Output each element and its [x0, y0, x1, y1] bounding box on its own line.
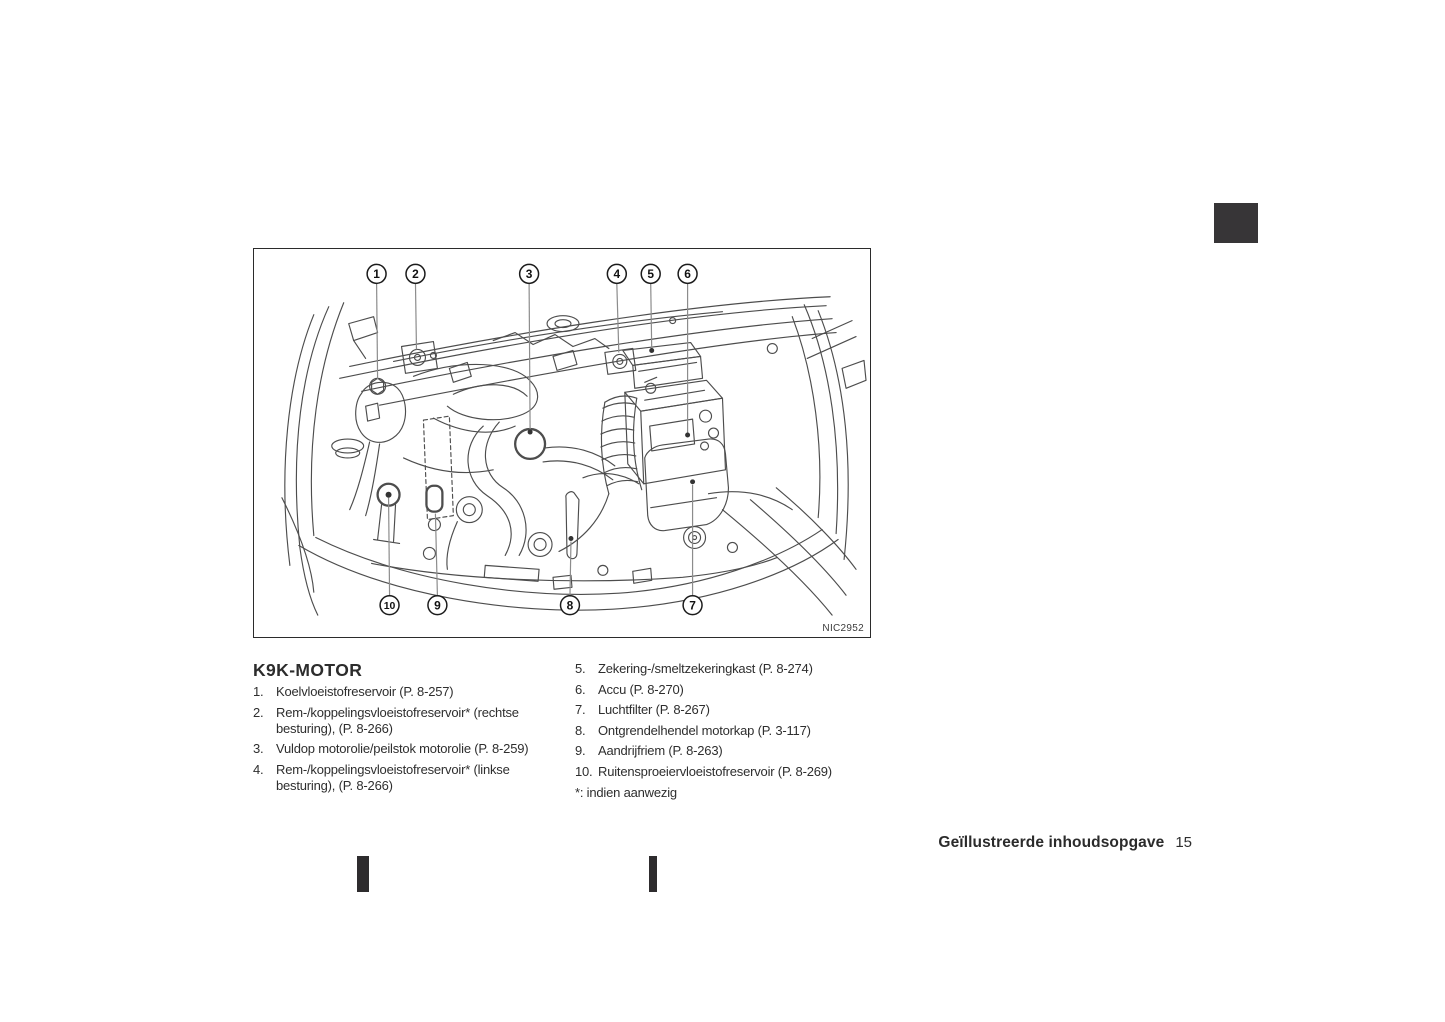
- section-heading: K9K-MOTOR: [253, 660, 363, 680]
- callout-10: 10: [379, 594, 400, 616]
- callout-9: 9: [427, 594, 448, 616]
- legend-item-number: 3.: [253, 741, 264, 756]
- svg-text:10: 10: [384, 601, 396, 612]
- svg-text:7: 7: [689, 598, 696, 612]
- legend-item-number: 4.: [253, 761, 264, 777]
- legend-item-number: 9.: [575, 743, 586, 758]
- drive-belt-area: [422, 415, 454, 532]
- engine-compartment-diagram: 1 2 3 4 5 6 10 9 8: [253, 248, 871, 638]
- legend-item: 7. Luchtfilter (P. 8-267): [575, 702, 885, 718]
- fusible-link-cap: [604, 347, 637, 375]
- legend-item-text: Koelvloeistofreservoir (P. 8-257): [276, 684, 454, 699]
- legend-item-text: Aandrijfriem (P. 8-263): [598, 743, 723, 758]
- svg-text:6: 6: [684, 267, 691, 281]
- callout-2: 2: [405, 263, 426, 285]
- page-footer: Geïllustreerde inhoudsopgave 15: [938, 834, 1192, 852]
- page-number: 15: [1175, 834, 1192, 851]
- chapter-title: Geïllustreerde inhoudsopgave: [938, 834, 1165, 851]
- legend-item-number: 7.: [575, 702, 586, 717]
- chapter-corner-tab: [1214, 203, 1258, 243]
- legend-item-number: 1.: [253, 684, 264, 699]
- legend-item: 10. Ruitensproeiervloeistofreservoir (P.…: [575, 764, 885, 780]
- coolant-reservoir: [331, 377, 407, 517]
- callout-1: 1: [366, 263, 387, 285]
- engine-bay-illustration: 1 2 3 4 5 6 10 9 8: [281, 263, 867, 616]
- legend-list-left: 1. Koelvloeistofreservoir (P. 8-257) 2. …: [253, 684, 563, 798]
- leader-end-dots: [385, 347, 696, 541]
- callout-5: 5: [640, 263, 661, 285]
- legend-item-text: Ontgrendelhendel motorkap (P. 3-117): [598, 722, 811, 738]
- svg-text:4: 4: [613, 267, 620, 281]
- registration-mark: [649, 856, 657, 892]
- legend-item: 3. Vuldop motorolie/peilstok motorolie (…: [253, 741, 563, 757]
- callout-8: 8: [559, 594, 581, 616]
- callout-6: 6: [677, 263, 698, 285]
- legend-item: 2. Rem-/koppelingsvloeistofreservoir* (r…: [253, 705, 563, 737]
- legend-item-text: Zekering-/smeltzekeringkast (P. 8-274): [598, 661, 813, 676]
- legend-item-text: Vuldop motorolie/peilstok motorolie (P. …: [276, 741, 529, 756]
- legend-item-text: Luchtfilter (P. 8-267): [598, 702, 710, 717]
- svg-text:1: 1: [373, 267, 380, 281]
- legend-item-number: 10.: [575, 763, 593, 779]
- legend-item: 6. Accu (P. 8-270): [575, 682, 885, 698]
- legend-item: 5. Zekering-/smeltzekeringkast (P. 8-274…: [575, 661, 885, 677]
- legend-item-text: Rem-/koppelingsvloeistofreservoir* (link…: [276, 761, 510, 793]
- engine-bay-line-art: [281, 296, 867, 616]
- svg-text:9: 9: [434, 598, 441, 612]
- legend-item-number: 5.: [575, 661, 586, 676]
- callout-leader-lines: [376, 283, 694, 596]
- legend-item: 9. Aandrijfriem (P. 8-263): [575, 743, 885, 759]
- legend-item-number: 2.: [253, 704, 264, 720]
- fuse-box: [622, 341, 704, 389]
- legend-item-text: Ruitensproeiervloeistofreservoir (P. 8-2…: [598, 763, 832, 779]
- callout-7: 7: [682, 594, 703, 616]
- svg-text:2: 2: [412, 267, 419, 281]
- hood-release-lever: [565, 491, 580, 560]
- battery: [624, 376, 727, 485]
- legend-item-number: 6.: [575, 681, 586, 697]
- figure-code: NIC2952: [822, 623, 864, 634]
- legend-item: 1. Koelvloeistofreservoir (P. 8-257): [253, 684, 563, 700]
- svg-text:3: 3: [526, 267, 533, 281]
- registration-mark: [357, 856, 369, 892]
- callout-4: 4: [606, 263, 628, 285]
- legend-list-right: 5. Zekering-/smeltzekeringkast (P. 8-274…: [575, 661, 885, 784]
- air-cleaner-box: [644, 438, 730, 532]
- wiper-pivot: [546, 315, 580, 333]
- legend-footnote: *: indien aanwezig: [575, 785, 677, 800]
- svg-text:5: 5: [647, 267, 654, 281]
- legend-item-text: Rem-/koppelingsvloeistofreservoir* (rech…: [276, 704, 519, 736]
- oil-filler-cap: [514, 427, 547, 461]
- legend-item: 4. Rem-/koppelingsvloeistofreservoir* (l…: [253, 762, 563, 794]
- callout-3: 3: [518, 263, 540, 285]
- legend-item-text: Accu (P. 8-270): [598, 681, 684, 697]
- corrugated-intake-duct: [558, 395, 643, 553]
- legend-item: 8. Ontgrendelhendel motorkap (P. 3-117): [575, 723, 885, 739]
- legend-item-number: 8.: [575, 722, 586, 738]
- svg-text:8: 8: [567, 598, 574, 612]
